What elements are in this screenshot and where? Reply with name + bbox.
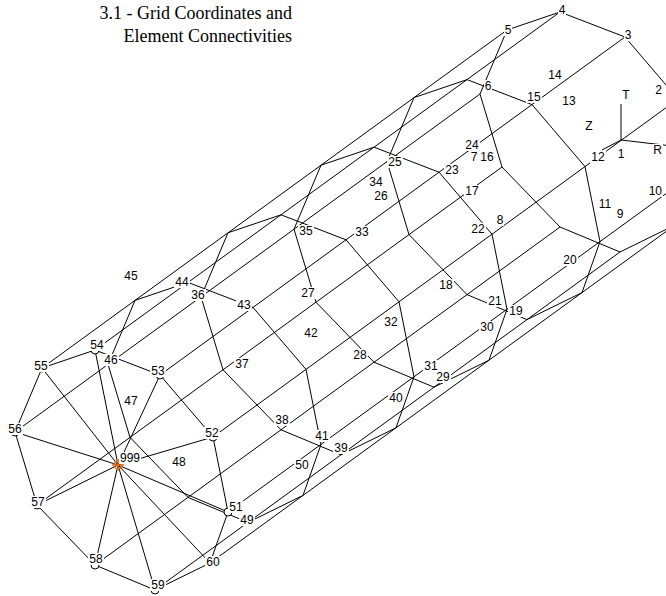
grid-number: 26 [373, 190, 388, 202]
spoke-line [95, 350, 118, 465]
grid-number: 57 [30, 496, 45, 508]
grid-number: 40 [388, 392, 403, 404]
axial-line [37, 167, 502, 505]
grid-number: 45 [123, 270, 138, 282]
grid-number: 12 [590, 151, 605, 163]
grid-number: 21 [487, 295, 502, 307]
grid-number: Z [584, 120, 593, 132]
grid-number: 33 [354, 226, 369, 238]
axial-line [160, 37, 625, 375]
spoke-line [118, 437, 213, 465]
grid-number: 43 [236, 299, 251, 311]
grid-number: 29 [435, 371, 450, 383]
axis-line [621, 104, 622, 140]
grid-number: 24 [464, 139, 479, 151]
grid-number: 8 [496, 214, 505, 226]
grid-markers [11, 346, 232, 594]
mesh-lines [15, 12, 666, 590]
grid-number: 14 [547, 69, 562, 81]
grid-number: 35 [298, 225, 313, 237]
grid-number: 3 [624, 29, 633, 41]
spoke-line [118, 465, 228, 512]
grid-number: 20 [562, 254, 577, 266]
grid-number: 25 [387, 156, 402, 168]
spoke-line [37, 465, 118, 505]
grid-number: 41 [314, 430, 329, 442]
grid-number: 42 [303, 327, 318, 339]
spoke-line [118, 465, 155, 590]
axial-line [42, 30, 507, 368]
axial-line [210, 225, 666, 563]
grid-number: 39 [333, 442, 348, 454]
grid-number: 52 [204, 427, 219, 439]
grid-number: 56 [7, 423, 22, 435]
grid-number: 6 [484, 80, 493, 92]
grid-number: 34 [368, 176, 383, 188]
grid-number: 19 [508, 305, 523, 317]
grid-number: 4 [558, 4, 567, 16]
grid-number: 23 [444, 164, 459, 176]
grid-number: 46 [103, 354, 118, 366]
axial-line [228, 174, 666, 512]
grid-number: 999 [119, 452, 141, 464]
grid-number: 44 [174, 276, 189, 288]
spoke-line [15, 432, 118, 465]
grid-number: 47 [123, 395, 138, 407]
axial-line [95, 12, 560, 350]
grid-number: 5 [504, 24, 513, 36]
grid-number: 31 [423, 360, 438, 372]
ring-line [15, 350, 228, 590]
grid-number: 7 [470, 151, 479, 163]
grid-number: 54 [89, 339, 104, 351]
grid-number: 53 [150, 365, 165, 377]
axial-line [155, 252, 620, 590]
ring-line [387, 80, 600, 320]
grid-number: T [621, 89, 630, 101]
grid-number: 50 [294, 459, 309, 471]
grid-number: 60 [205, 556, 220, 568]
grid-number: 28 [352, 349, 367, 361]
ring-line [480, 12, 666, 252]
spoke-line [118, 375, 160, 465]
grid-number: 2 [654, 84, 663, 96]
grid-number: 1 [617, 148, 626, 160]
spoke-line [42, 368, 118, 465]
grid-number: 37 [234, 358, 249, 370]
grid-number: 59 [150, 579, 165, 591]
grid-number: 36 [190, 289, 205, 301]
grid-number: 15 [526, 91, 541, 103]
figure-title: 3.1 - Grid Coordinates and Element Conne… [40, 2, 292, 47]
grid-number: 49 [239, 514, 254, 526]
grid-number: 55 [33, 360, 48, 372]
spoke-line [95, 465, 118, 565]
grid-number: 17 [464, 185, 479, 197]
axial-line [95, 227, 560, 565]
grid-number: 13 [561, 95, 576, 107]
grid-number: 38 [274, 414, 289, 426]
grid-number: 30 [479, 321, 494, 333]
ring-line [201, 215, 414, 455]
grid-number: 9 [616, 208, 625, 220]
grid-number: R [652, 144, 663, 156]
grid-number: 22 [470, 223, 485, 235]
spoke-line [118, 465, 210, 563]
grid-number: 48 [171, 456, 186, 468]
ring-line [108, 282, 321, 522]
grid-number: 58 [88, 553, 103, 565]
grid-number: 18 [438, 279, 453, 291]
ring-line [294, 147, 507, 387]
grid-number: 32 [383, 316, 398, 328]
grid-number: 11 [598, 198, 612, 210]
grid-number: 10 [648, 185, 663, 197]
axial-line [15, 94, 480, 432]
grid-number: 51 [228, 501, 243, 513]
grid-number: 27 [300, 287, 315, 299]
grid-number: 16 [479, 151, 494, 163]
